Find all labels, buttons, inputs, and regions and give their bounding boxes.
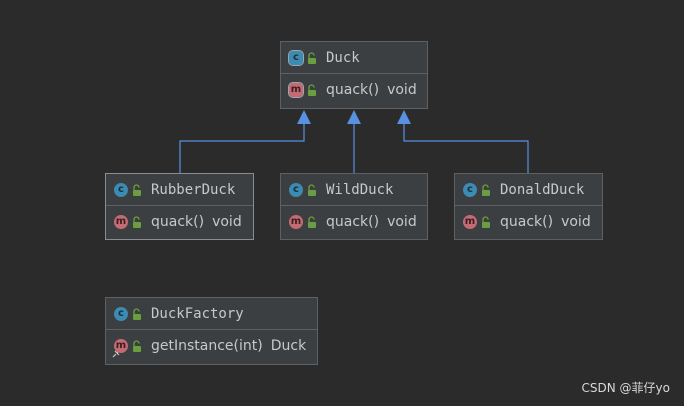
class-name: DuckFactory [151,305,244,322]
class-duck-header: c Duck [281,42,427,74]
unlock-icon [132,307,142,320]
method-return-type: void [387,82,417,98]
class-name: Duck [326,49,360,66]
unlock-icon [307,51,317,64]
method-name: quack() [500,214,554,230]
unlock-icon [307,183,317,196]
method-row: m quack() void [106,206,253,238]
method-return-type: void [212,214,242,230]
inheritance-line-rubberduck [179,118,305,173]
method-row: m quack() void [281,74,427,106]
class-duckfactory[interactable]: c DuckFactory m getInstance(int) Duck [105,297,318,365]
inheritance-arrowhead-rubberduck [297,110,311,124]
class-duckfactory-header: c DuckFactory [106,298,317,330]
method-name: getInstance(int) [151,338,263,354]
class-icon: c [114,306,128,321]
class-icon: c [463,182,477,197]
class-duck[interactable]: c Duck m quack() void [280,41,428,109]
method-signature: quack() void [326,82,417,98]
unlock-icon [132,183,142,196]
unlock-icon [307,84,317,96]
method-signature: quack() void [326,214,417,230]
class-icon: c [114,182,128,197]
method-signature: quack() void [151,214,242,230]
static-pin-icon [112,350,120,358]
method-return-type: void [561,214,591,230]
watermark-text: CSDN @菲仔yo [581,381,670,395]
class-donaldduck-header: c DonaldDuck [455,174,602,206]
unlock-icon [481,216,491,228]
method-icon: m [289,215,303,229]
method-icon: m [114,215,128,229]
inheritance-line-donaldduck [403,118,529,173]
class-rubberduck-header: c RubberDuck [106,174,253,206]
inheritance-arrowhead-donaldduck [397,110,411,124]
class-rubberduck[interactable]: c RubberDuck m quack() void [105,173,254,240]
method-row: m quack() void [281,206,427,238]
class-name: DonaldDuck [500,181,585,198]
method-signature: getInstance(int) Duck [151,338,306,354]
method-icon: m [463,215,477,229]
class-wildduck[interactable]: c WildDuck m quack() void [280,173,428,240]
class-icon: c [288,49,304,66]
inheritance-arrowhead-wildduck [347,110,361,124]
method-row: m getInstance(int) Duck [106,330,317,362]
unlock-icon [481,183,491,196]
class-name: RubberDuck [151,181,236,198]
method-signature: quack() void [500,214,591,230]
class-name: WildDuck [326,181,394,198]
method-return-type: void [387,214,417,230]
unlock-icon [132,216,142,228]
class-wildduck-header: c WildDuck [281,174,427,206]
method-icon: m [288,82,304,98]
method-name: quack() [326,82,380,98]
method-name: quack() [326,214,380,230]
class-icon: c [289,182,303,197]
class-donaldduck[interactable]: c DonaldDuck m quack() void [454,173,603,240]
method-return-type: Duck [270,338,307,354]
method-icon: m [114,339,128,353]
unlock-icon [307,216,317,228]
unlock-icon [132,340,142,352]
method-name: quack() [151,214,205,230]
method-row: m quack() void [455,206,602,238]
